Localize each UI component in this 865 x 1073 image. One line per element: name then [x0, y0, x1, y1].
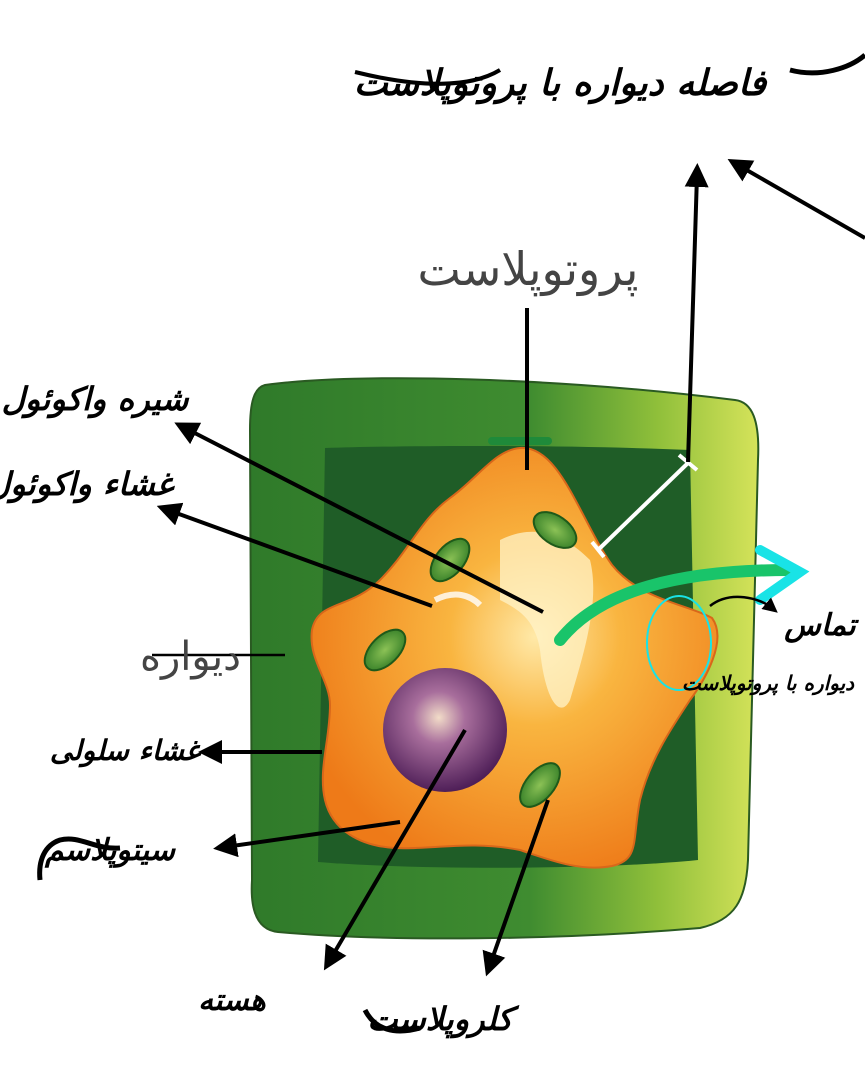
nucleus — [383, 668, 507, 792]
protoplast-label: پروتوپلاست — [418, 242, 639, 297]
contact-label: تماس — [783, 608, 859, 643]
vacuole-membrane-label: غشاء واکوئول — [0, 465, 175, 504]
contact-wall-protoplast-label: دیواره با پروتوپلاست — [682, 671, 855, 696]
vacuole-sap-label: شیره واکوئول — [2, 380, 190, 419]
wall-label: دیواره — [140, 634, 241, 680]
chloroplast-label: کلروپلاست — [367, 1000, 520, 1039]
cell-membrane-label: غشاء سلولی — [50, 734, 202, 768]
nucleus-label: هسته — [198, 983, 266, 1018]
